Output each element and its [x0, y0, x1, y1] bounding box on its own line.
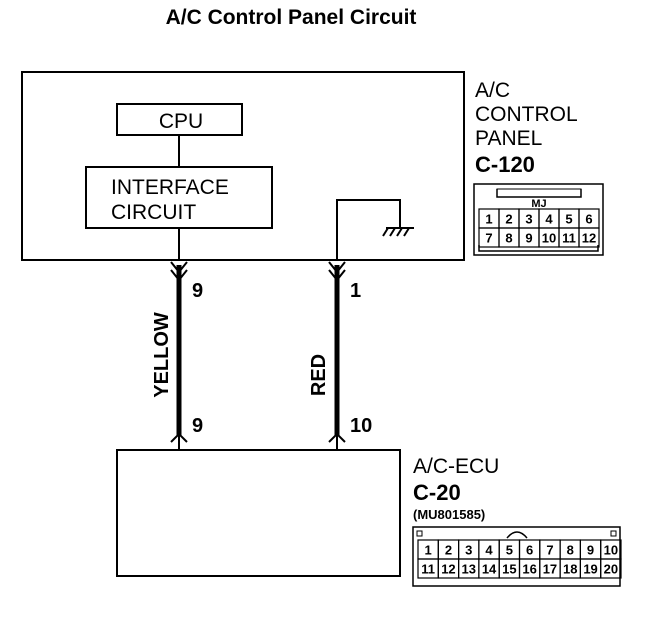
yellow-panel-pin: 9 — [192, 280, 203, 302]
ecu-label: A/C-ECU — [413, 455, 499, 478]
ecu-box — [116, 449, 401, 577]
panel-pin-cell — [578, 227, 600, 248]
red-ecu-pin: 10 — [350, 415, 372, 437]
red-panel-terminal-icon-2 — [328, 269, 346, 282]
panel-connector-code: C-120 — [475, 152, 535, 177]
panel-pin-number: 2 — [505, 212, 512, 227]
panel-pin-number: 9 — [525, 231, 532, 246]
interface-label-line-2: CIRCUIT — [111, 201, 196, 224]
diagram-title: A/C Control Panel Circuit — [166, 6, 417, 29]
red-ecu-terminal-icon — [328, 432, 346, 443]
ecu-pin-number: 13 — [462, 562, 476, 577]
ecu-pin-number: 1 — [425, 543, 432, 558]
ecu-pin-number: 9 — [587, 543, 594, 558]
panel-pin-number: 6 — [585, 212, 592, 227]
red-panel-terminal-icon — [328, 261, 346, 274]
panel-pin-number: 3 — [525, 212, 532, 227]
ecu-pin-number: 14 — [482, 562, 497, 577]
red-wire-label: RED — [308, 354, 330, 396]
ground-icon — [382, 227, 414, 237]
panel-pin-number: 1 — [485, 212, 492, 227]
panel-pin-number: 12 — [582, 231, 596, 246]
panel-pin-number: 7 — [485, 231, 492, 246]
ecu-pin-number: 17 — [543, 562, 557, 577]
control-panel-box — [21, 71, 465, 261]
ecu-pin-number: 11 — [421, 562, 435, 577]
yellow-panel-terminal-icon-2 — [170, 269, 188, 282]
ecu-part-number: (MU801585) — [413, 507, 485, 522]
ecu-pin-number: 12 — [441, 562, 455, 577]
panel-pin-number: 5 — [565, 212, 572, 227]
yellow-wire-label: YELLOW — [151, 312, 173, 398]
ground-path — [336, 199, 401, 260]
ecu-pin-number: 6 — [526, 543, 533, 558]
ecu-pin-number: 3 — [465, 543, 472, 558]
panel-pin-number: 10 — [542, 231, 556, 246]
yellow-ecu-terminal-icon — [170, 432, 188, 443]
ecu-pin-number: 15 — [502, 562, 516, 577]
ecu-pin-number: 4 — [485, 543, 493, 558]
yellow-ecu-pin: 9 — [192, 415, 203, 437]
panel-pin-number: 8 — [505, 231, 512, 246]
ecu-pin-cell — [600, 558, 622, 579]
panel-pin-number: 11 — [562, 231, 576, 246]
interface-label-line-1: INTERFACE — [111, 176, 229, 199]
panel-connector-tag: MJ — [531, 198, 546, 210]
panel-label-line-3: PANEL — [475, 127, 542, 150]
ecu-pin-number: 16 — [522, 562, 536, 577]
red-panel-pin: 1 — [350, 280, 361, 302]
ecu-pin-number: 7 — [546, 543, 553, 558]
cpu-label: CPU — [159, 110, 203, 133]
panel-label-line-1: A/C — [475, 79, 510, 102]
yellow-panel-terminal-icon — [170, 261, 188, 274]
panel-pin-number: 4 — [545, 212, 553, 227]
panel-label-line-2: CONTROL — [475, 103, 578, 126]
ecu-pin-number: 18 — [563, 562, 577, 577]
ecu-pin-number: 5 — [506, 543, 513, 558]
ecu-pin-number: 8 — [567, 543, 574, 558]
ecu-pin-number: 2 — [445, 543, 452, 558]
ecu-connector-code: C-20 — [413, 480, 461, 505]
ecu-pin-number: 10 — [604, 543, 618, 558]
ecu-pin-number: 19 — [583, 562, 597, 577]
ecu-pin-number: 20 — [604, 562, 618, 577]
